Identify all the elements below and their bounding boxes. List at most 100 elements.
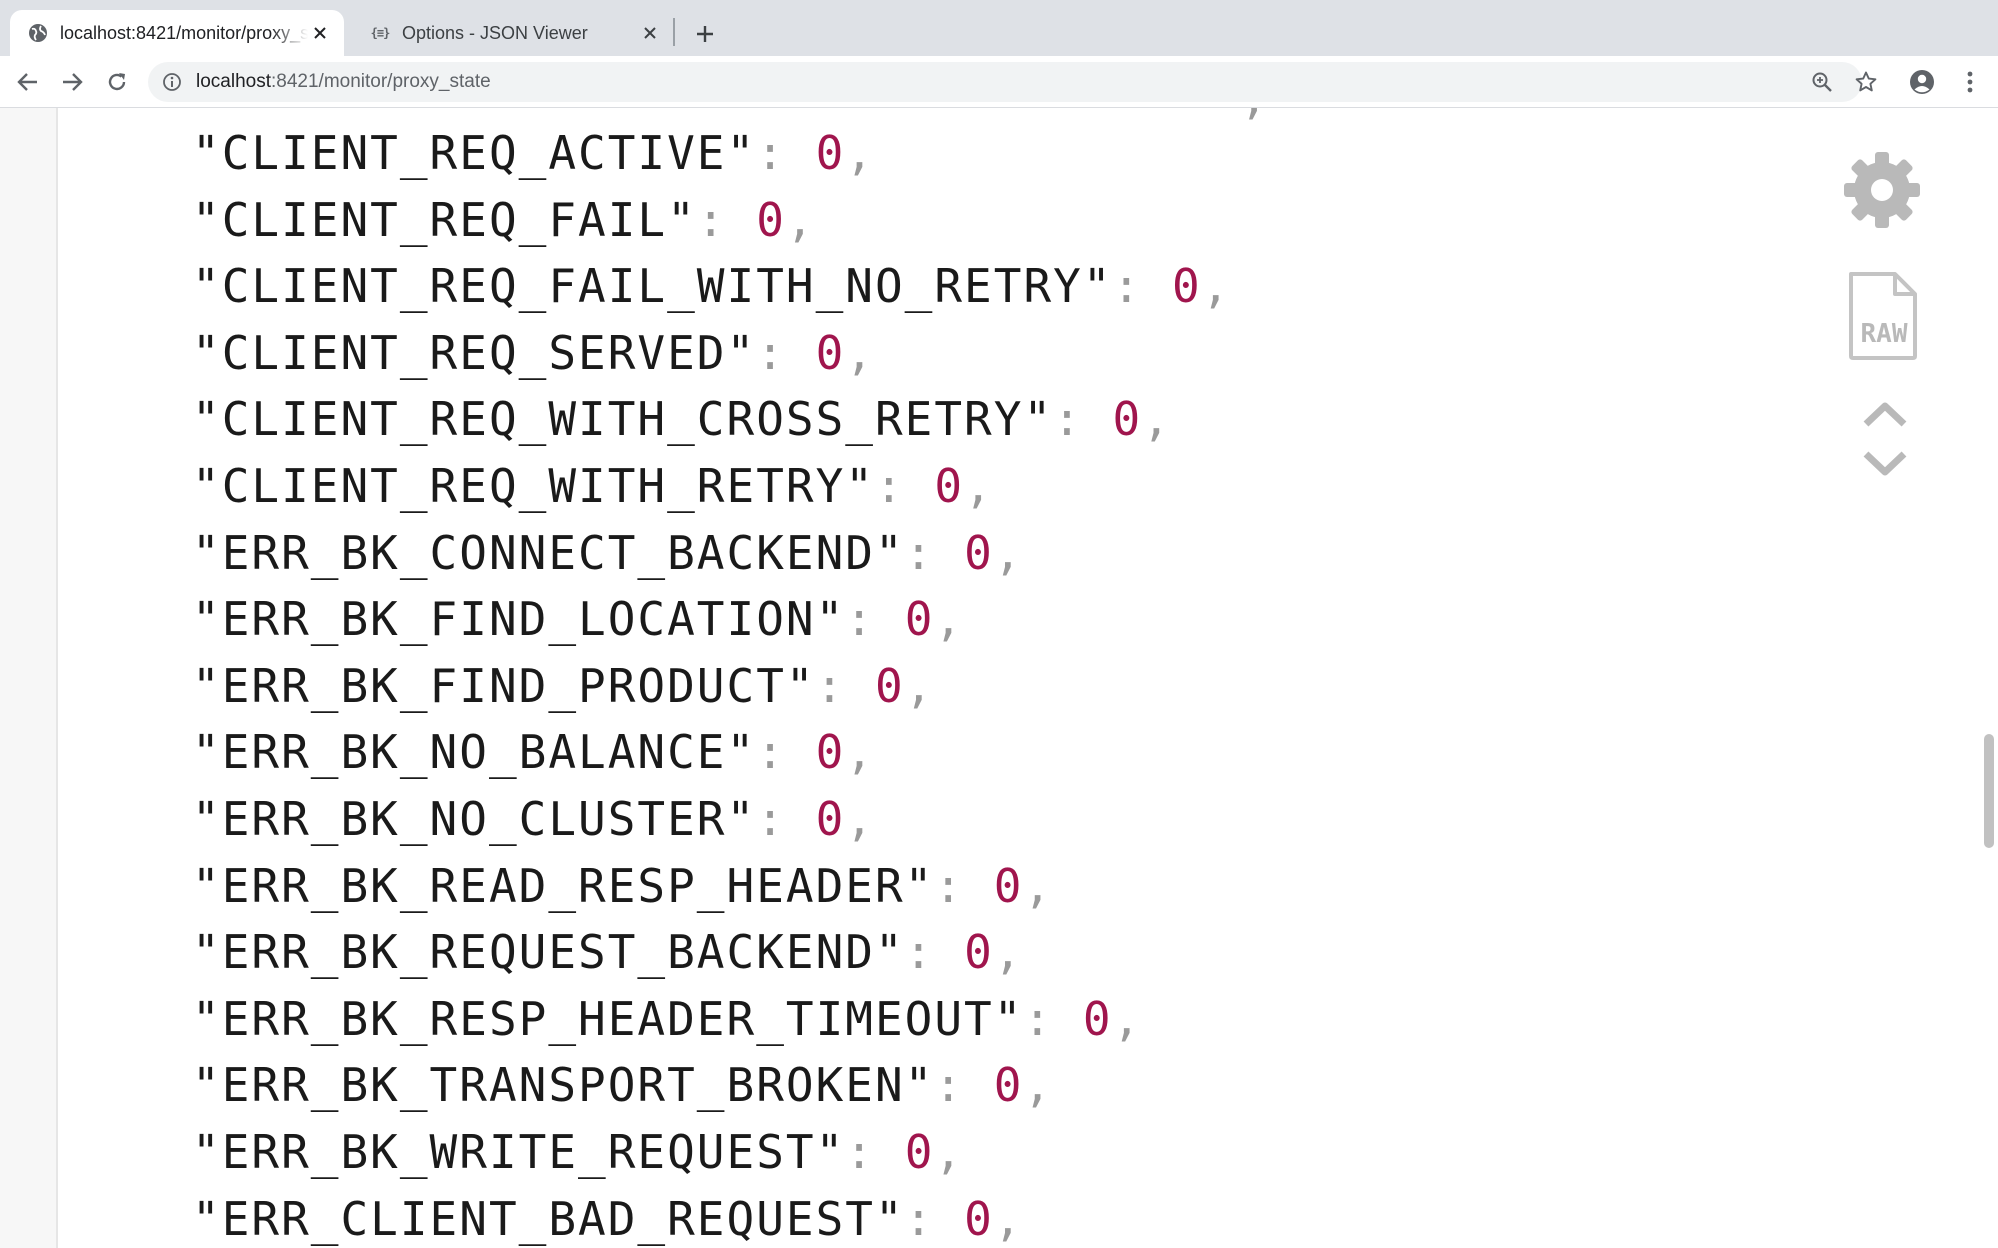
json-colon: : <box>934 1058 965 1113</box>
scrollbar-thumb[interactable] <box>1984 734 1994 848</box>
line-gutter <box>0 108 58 1248</box>
kebab-menu-icon[interactable] <box>1956 68 1984 96</box>
tab-json-viewer-options[interactable]: {≡} Options - JSON Viewer <box>352 10 674 56</box>
partial-line-punctuation: , <box>1240 108 1268 124</box>
json-number-value: 0 <box>904 1125 935 1179</box>
json-key: "CLIENT_REQ_SERVED" <box>192 325 757 380</box>
json-number-value: 0 <box>993 858 1024 913</box>
arrow-left-icon <box>17 73 37 91</box>
bookmark-star-icon[interactable] <box>1854 70 1878 94</box>
json-comma: , <box>845 325 876 380</box>
json-number-value: 0 <box>815 126 846 180</box>
json-key: "ERR_BK_NO_CLUSTER" <box>192 792 757 846</box>
json-line: "CLIENT_REQ_FAIL_WITH_NO_RETRY": 0, <box>192 253 1231 319</box>
json-comma: , <box>993 525 1024 580</box>
json-line: "ERR_BK_CONNECT_BACKEND": 0, <box>192 520 1023 586</box>
url-text[interactable]: localhost:8421/monitor/proxy_state <box>196 62 491 102</box>
json-key: "ERR_BK_NO_BALANCE" <box>192 725 757 780</box>
json-number-value: 0 <box>815 792 846 846</box>
tab-proxy-state[interactable]: localhost:8421/monitor/proxy_state <box>10 10 344 56</box>
gear-icon[interactable] <box>1842 150 1922 230</box>
json-comma: , <box>993 1191 1024 1246</box>
json-key: "ERR_BK_REQUEST_BACKEND" <box>192 925 905 980</box>
json-line: "ERR_CLIENT_BAD_REQUEST": 0, <box>192 1186 1023 1248</box>
json-line: "CLIENT_REQ_WITH_RETRY": 0, <box>192 453 994 519</box>
json-comma: , <box>1023 1058 1054 1113</box>
json-line: "ERR_BK_NO_CLUSTER": 0, <box>192 786 875 852</box>
json-colon: : <box>845 1125 875 1179</box>
json-line: "ERR_BK_REQUEST_BACKEND": 0, <box>192 919 1023 985</box>
address-bar[interactable]: localhost:8421/monitor/proxy_state <box>148 62 1877 102</box>
json-colon: : <box>696 192 727 247</box>
raw-view-button[interactable]: RAW <box>1847 270 1919 362</box>
json-key: "ERR_BK_TRANSPORT_BROKEN" <box>192 1058 935 1113</box>
json-colon: : <box>756 725 786 780</box>
json-comma: , <box>845 792 876 846</box>
json-key: "CLIENT_REQ_FAIL_WITH_NO_RETRY" <box>192 259 1113 314</box>
tab-separator <box>673 18 675 46</box>
json-colon: : <box>904 925 935 980</box>
json-number-value: 0 <box>1082 991 1113 1046</box>
json-comma: , <box>1142 392 1172 447</box>
json-number-value: 0 <box>993 1058 1024 1113</box>
json-key: "CLIENT_REQ_WITH_CROSS_RETRY" <box>192 392 1054 447</box>
json-colon: : <box>874 459 905 513</box>
url-host: localhost <box>196 71 271 92</box>
json-comma: , <box>904 658 935 713</box>
json-colon: : <box>904 1191 935 1246</box>
json-comma: , <box>934 592 965 647</box>
json-colon: : <box>904 525 935 580</box>
json-number-value: 0 <box>964 925 994 980</box>
json-braces-icon: {≡} <box>370 26 391 40</box>
reload-button[interactable] <box>99 64 135 100</box>
json-key: "CLIENT_REQ_WITH_RETRY" <box>192 459 875 513</box>
json-colon: : <box>1053 392 1083 447</box>
tab-strip: localhost:8421/monitor/proxy_state {≡} O… <box>0 0 1998 56</box>
vertical-scrollbar[interactable] <box>1980 108 1998 1248</box>
json-line: "CLIENT_REQ_WITH_CROSS_RETRY": 0, <box>192 386 1172 452</box>
json-comma: , <box>845 725 876 780</box>
json-colon: : <box>756 126 786 180</box>
zoom-icon[interactable] <box>1810 70 1834 94</box>
json-colon: : <box>815 658 846 713</box>
json-number-value: 0 <box>934 459 965 513</box>
json-key: "ERR_BK_FIND_LOCATION" <box>192 592 846 647</box>
json-line: "ERR_BK_WRITE_REQUEST": 0, <box>192 1119 964 1185</box>
json-viewer-content: , "CLIENT_REQ_ACTIVE": 0, "CLIENT_REQ_FAI… <box>0 108 1998 1248</box>
tab-title: Options - JSON Viewer <box>402 22 588 43</box>
json-line: "CLIENT_REQ_SERVED": 0, <box>192 320 875 386</box>
site-info-icon[interactable] <box>162 72 182 92</box>
json-key: "ERR_BK_READ_RESP_HEADER" <box>192 858 935 913</box>
json-key: "CLIENT_REQ_ACTIVE" <box>192 126 757 180</box>
json-key: "ERR_BK_FIND_PRODUCT" <box>192 658 816 713</box>
json-line: "ERR_BK_NO_BALANCE": 0, <box>192 719 875 785</box>
json-key: "ERR_BK_WRITE_REQUEST" <box>192 1125 846 1179</box>
json-comma: , <box>845 126 876 180</box>
json-line: "ERR_BK_FIND_PRODUCT": 0, <box>192 653 934 719</box>
close-tab-icon[interactable] <box>308 21 332 45</box>
json-colon: : <box>1023 991 1054 1046</box>
back-button[interactable] <box>10 64 46 100</box>
reload-icon <box>108 73 126 91</box>
new-tab-button[interactable] <box>688 17 722 51</box>
viewer-toolbar: RAW <box>1842 108 1928 508</box>
json-line: "CLIENT_REQ_ACTIVE": 0, <box>192 120 875 186</box>
close-tab-icon[interactable] <box>638 21 662 45</box>
json-number-value: 0 <box>756 192 786 247</box>
json-number-value: 0 <box>1112 392 1143 447</box>
json-key: "ERR_CLIENT_BAD_REQUEST" <box>192 1191 905 1246</box>
json-comma: , <box>785 192 816 247</box>
json-comma: , <box>1112 991 1143 1046</box>
forward-button[interactable] <box>54 64 90 100</box>
json-number-value: 0 <box>1171 259 1202 314</box>
json-comma: , <box>964 459 994 513</box>
chevron-up-icon[interactable] <box>1862 398 1908 428</box>
chevron-down-icon[interactable] <box>1862 450 1908 480</box>
json-line: "ERR_BK_FIND_LOCATION": 0, <box>192 586 964 652</box>
profile-avatar-icon[interactable] <box>1908 68 1936 96</box>
json-colon: : <box>756 792 786 846</box>
json-number-value: 0 <box>875 658 905 713</box>
json-line: "ERR_BK_RESP_HEADER_TIMEOUT": 0, <box>192 986 1142 1052</box>
json-number-value: 0 <box>904 592 935 647</box>
json-number-value: 0 <box>815 325 846 380</box>
